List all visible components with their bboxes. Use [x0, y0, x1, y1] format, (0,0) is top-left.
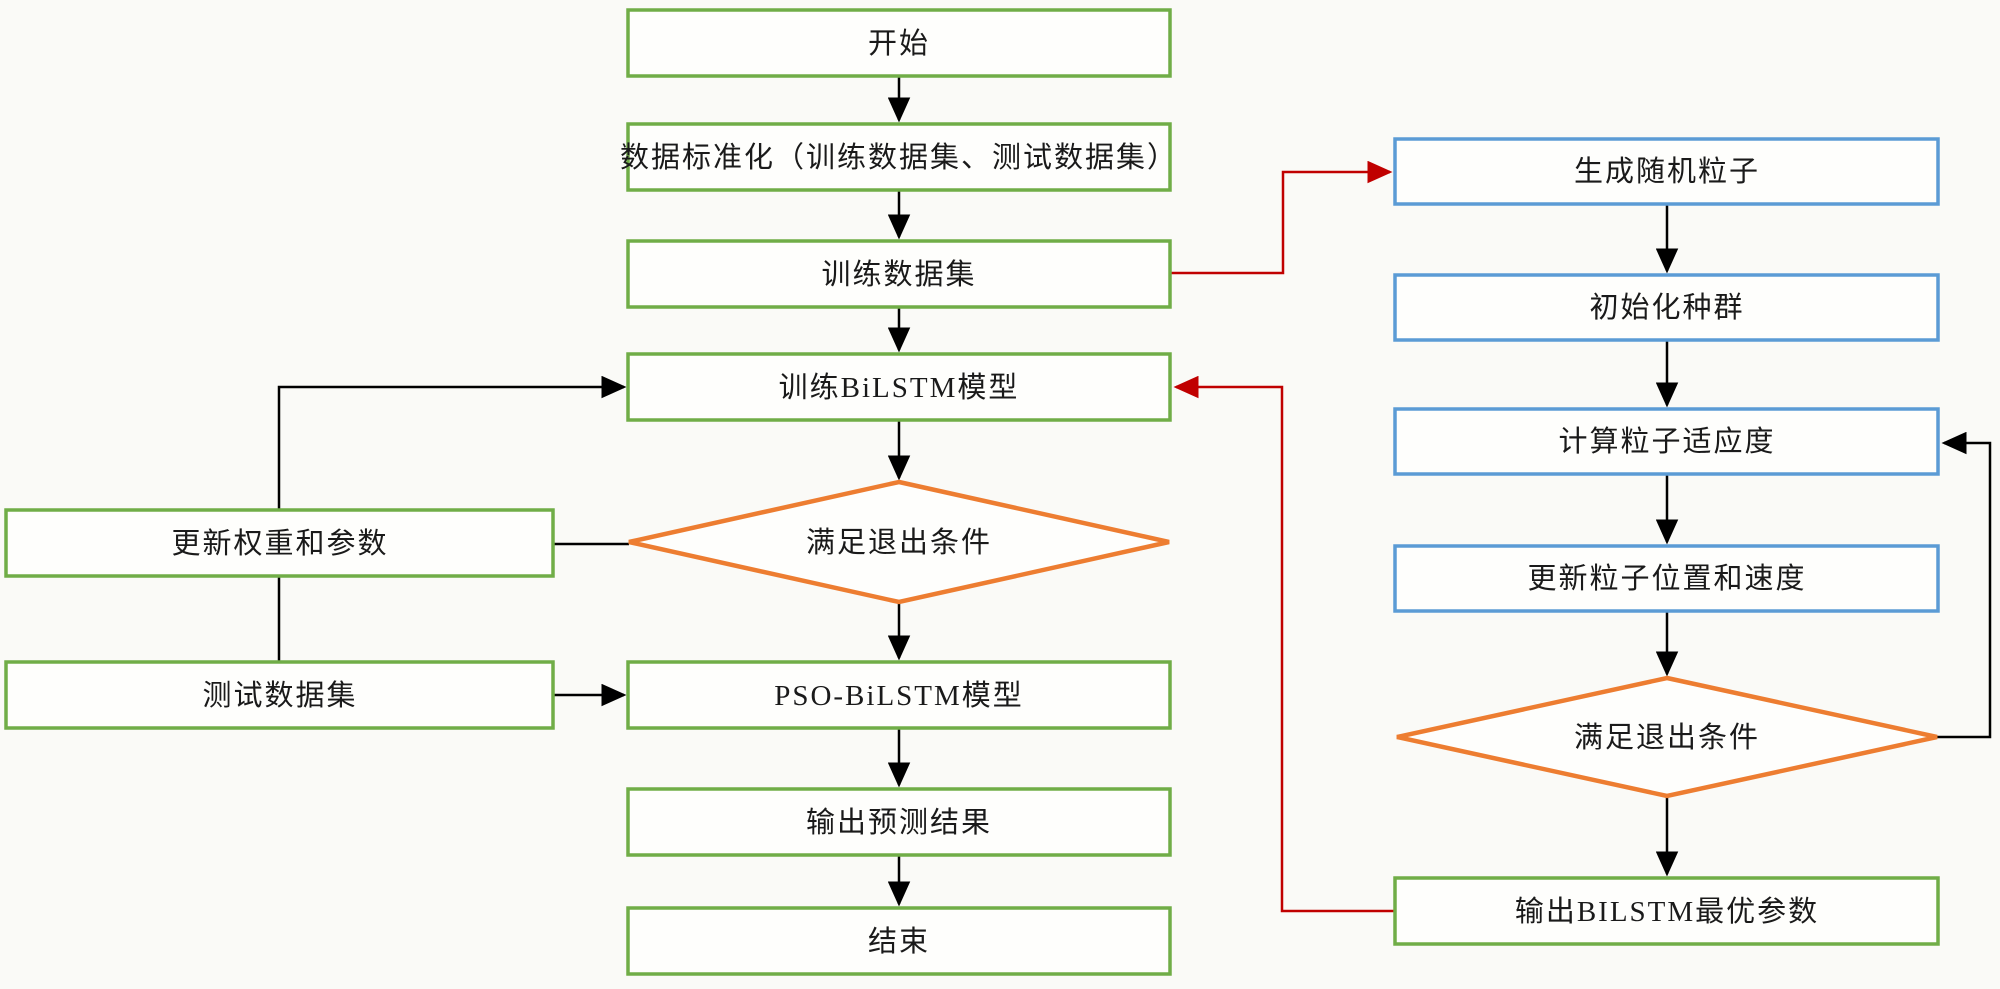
train-dataset-label: 训练数据集 [821, 258, 976, 291]
init-population-box [1393, 273, 1940, 342]
test-dataset-label: 测试数据集 [202, 679, 357, 712]
node-normalize: 数据标准化（训练数据集、测试数据集） [620, 122, 1178, 192]
exit-condition-pso-label: 满足退出条件 [1574, 721, 1760, 754]
start-label: 开始 [868, 27, 930, 60]
node-particle-fitness: 计算粒子适应度 [1393, 407, 1940, 476]
output-best-params-box [1393, 876, 1940, 946]
start-box [626, 8, 1172, 78]
output-best-params-label: 输出BILSTM最优参数 [1515, 895, 1819, 928]
edges-layer [277, 76, 1992, 913]
node-exit-condition-pso: 满足退出条件 [1396, 675, 1938, 799]
node-update-weights: 更新权重和参数 [4, 508, 555, 578]
edge-outputparams-trainbilstm-red [1173, 375, 1394, 913]
train-bilstm-box [626, 352, 1172, 422]
generate-particles-label: 生成随机粒子 [1574, 155, 1760, 188]
node-end: 结束 [626, 906, 1172, 976]
init-population-label: 初始化种群 [1589, 291, 1744, 324]
end-label: 结束 [868, 925, 930, 958]
train-bilstm-label: 训练BiLSTM模型 [779, 371, 1020, 404]
edge-updateweights-trainbilstm [277, 375, 627, 510]
node-start: 开始 [626, 8, 1172, 78]
particle-fitness-box [1393, 407, 1940, 476]
node-init-population: 初始化种群 [1393, 273, 1940, 342]
particle-fitness-label: 计算粒子适应度 [1558, 425, 1775, 458]
output-prediction-box [626, 787, 1172, 857]
update-particles-box [1393, 544, 1940, 613]
update-particles-label: 更新粒子位置和速度 [1527, 562, 1806, 595]
node-generate-particles: 生成随机粒子 [1393, 137, 1940, 206]
pso-bilstm-box [626, 660, 1172, 730]
exit-condition-main-label: 满足退出条件 [806, 526, 992, 559]
edge-traindata-genparticles-red [1170, 160, 1393, 275]
output-prediction-label: 输出预测结果 [806, 806, 992, 839]
normalize-label: 数据标准化（训练数据集、测试数据集） [620, 141, 1178, 174]
pso-bilstm-label: PSO-BiLSTM模型 [774, 679, 1024, 712]
train-dataset-box [626, 239, 1172, 309]
generate-particles-box [1393, 137, 1940, 206]
node-train-bilstm: 训练BiLSTM模型 [626, 352, 1172, 422]
update-weights-box [4, 508, 555, 578]
edge-exitcondpso-fitness-loop [1937, 431, 1992, 739]
node-pso-bilstm: PSO-BiLSTM模型 [626, 660, 1172, 730]
update-weights-label: 更新权重和参数 [171, 527, 388, 560]
node-output-best-params: 输出BILSTM最优参数 [1393, 876, 1940, 946]
normalize-box [626, 122, 1172, 192]
nodes-layer: 开始 数据标准化（训练数据集、测试数据集） 训练数据集 训练BiLSTM模型 满… [4, 8, 1940, 976]
test-dataset-box [4, 660, 555, 730]
end-box [626, 906, 1172, 976]
node-test-dataset: 测试数据集 [4, 660, 555, 730]
exit-condition-main-diamond [628, 479, 1170, 605]
node-exit-condition-main: 满足退出条件 [628, 479, 1170, 605]
node-output-prediction: 输出预测结果 [626, 787, 1172, 857]
node-train-dataset: 训练数据集 [626, 239, 1172, 309]
node-update-particles: 更新粒子位置和速度 [1393, 544, 1940, 613]
exit-condition-pso-diamond [1396, 675, 1938, 799]
